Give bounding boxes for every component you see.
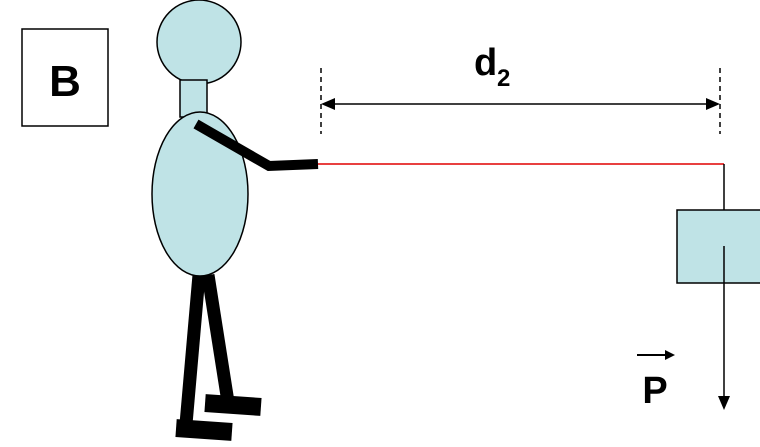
dimension-arrow-right [706,98,720,110]
vector-arrow-head [665,350,675,360]
panel-label-frame [21,28,109,127]
panel-label: B [49,57,81,106]
rope [318,163,725,210]
left-leg [179,274,206,425]
distance-symbol: d [474,42,497,84]
hanging-block [676,209,760,284]
right-leg [201,273,235,404]
force-label: P [637,350,675,412]
dimension-arrow-left [321,98,335,110]
panel-label-box: B [21,28,109,127]
left-foot [175,419,233,441]
distance-subscript: 2 [497,65,510,92]
force-symbol: P [642,370,667,412]
head [156,0,242,85]
arm [193,119,319,172]
right-foot [204,394,262,416]
person-figure [151,0,319,441]
weight-arrow-head [718,396,730,410]
distance-dimension: d 2 [320,42,721,134]
weight-arrow [718,246,730,410]
torso [151,111,249,277]
